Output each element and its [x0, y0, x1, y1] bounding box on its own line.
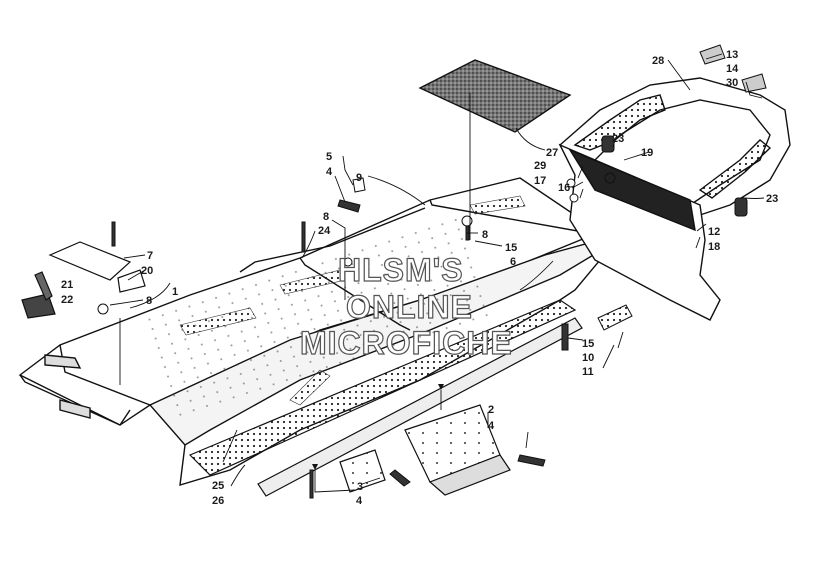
callout-8-c: 8 [482, 229, 489, 241]
left-cover-pieces [21, 241, 146, 319]
callout-16: 16 [558, 182, 571, 194]
watermark-line-1: HLSM'S [337, 251, 464, 288]
callout-15-b: 15 [582, 338, 595, 350]
running-board [188, 299, 583, 497]
callout-3: 3 [357, 481, 364, 493]
watermark-line-2: ONLINE [345, 288, 473, 325]
callout-15-a: 15 [505, 242, 518, 254]
callout-12: 12 [708, 226, 721, 238]
callout-5: 5 [326, 151, 333, 163]
rear-flap [558, 143, 721, 321]
callout-13: 13 [726, 49, 739, 61]
callout-11: 11 [582, 366, 594, 378]
fasteners [97, 135, 748, 499]
callout-27: 27 [546, 147, 559, 159]
callout-10: 10 [582, 352, 595, 364]
leader-lines [109, 53, 765, 493]
arrow-heads [312, 384, 444, 470]
callout-17: 17 [534, 175, 547, 187]
callout-14: 14 [726, 63, 739, 75]
callout-19: 19 [641, 147, 654, 159]
bottom-brackets [339, 404, 511, 496]
callout-6: 6 [510, 256, 517, 268]
callout-1: 1 [172, 286, 179, 298]
callout-28: 28 [652, 55, 665, 67]
callout-8-a: 8 [323, 211, 330, 223]
callout-4-b: 4 [488, 420, 495, 432]
callout-24: 24 [318, 225, 331, 237]
callout-23-a: 23 [612, 133, 625, 145]
callout-23-b: 23 [766, 193, 779, 205]
tunnel-vent-slots [179, 195, 526, 406]
callout-2: 2 [488, 404, 495, 416]
watermark-line-3: MICROFICHE [299, 324, 513, 361]
callout-26: 26 [212, 495, 225, 507]
callout-18: 18 [708, 241, 721, 253]
callout-4-c: 4 [356, 495, 363, 507]
seat-pad [418, 59, 572, 133]
callout-30: 30 [726, 77, 739, 89]
callout-25: 25 [212, 480, 225, 492]
callout-4-a: 4 [326, 166, 333, 178]
callout-20: 20 [141, 265, 154, 277]
callout-8-b: 8 [146, 295, 153, 307]
callout-22: 22 [61, 294, 74, 306]
callout-9: 9 [356, 172, 363, 184]
callout-29: 29 [534, 160, 547, 172]
callout-21: 21 [61, 279, 74, 291]
callout-7: 7 [147, 250, 154, 262]
tunnel-rivet-pattern [141, 213, 500, 424]
